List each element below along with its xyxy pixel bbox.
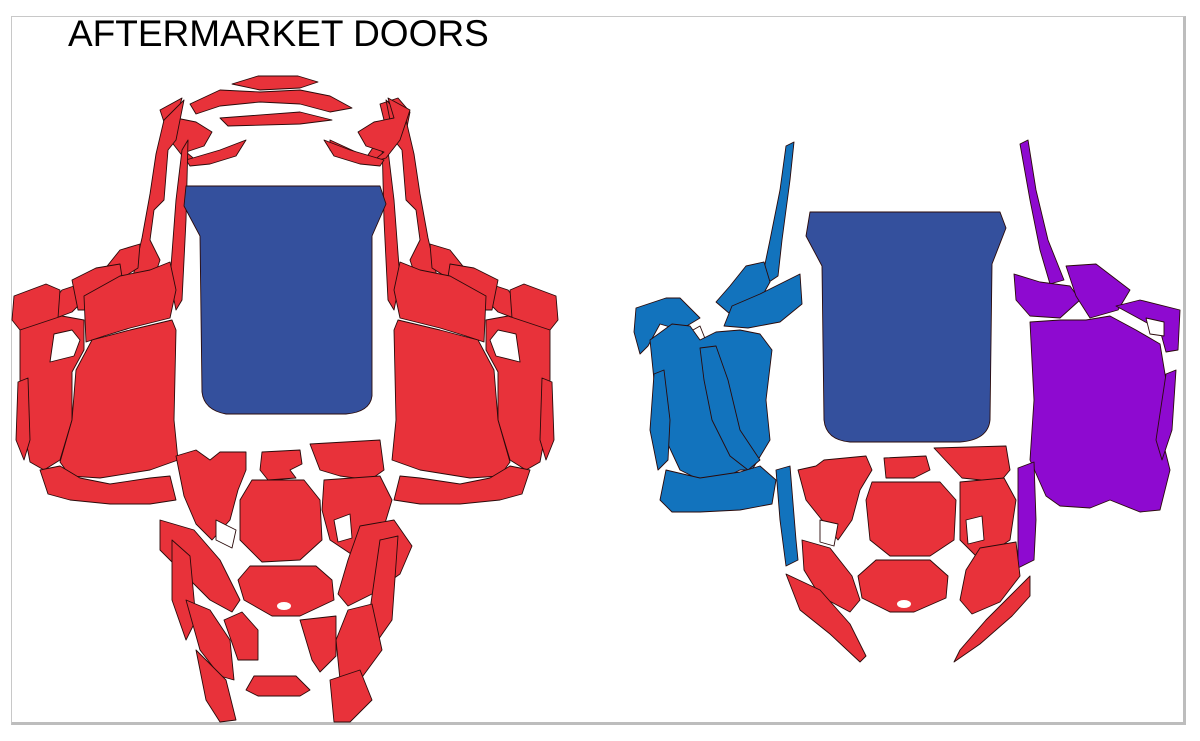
roof-panel [183, 185, 387, 415]
page-title: AFTERMARKET DOORS [68, 13, 489, 54]
left-door-blue [633, 141, 803, 567]
door-kit-layout [633, 139, 1181, 663]
front-panels-red [785, 445, 1031, 663]
left-pillar-panels [53, 99, 189, 319]
right-door-panels [323, 97, 559, 505]
hood-panels [159, 439, 413, 723]
right-door-purple [1013, 139, 1181, 569]
roof-panel-2 [805, 211, 1007, 443]
full-kit-layout [11, 75, 559, 723]
left-door-panels [11, 261, 179, 505]
roof-arch-panels [159, 75, 411, 167]
